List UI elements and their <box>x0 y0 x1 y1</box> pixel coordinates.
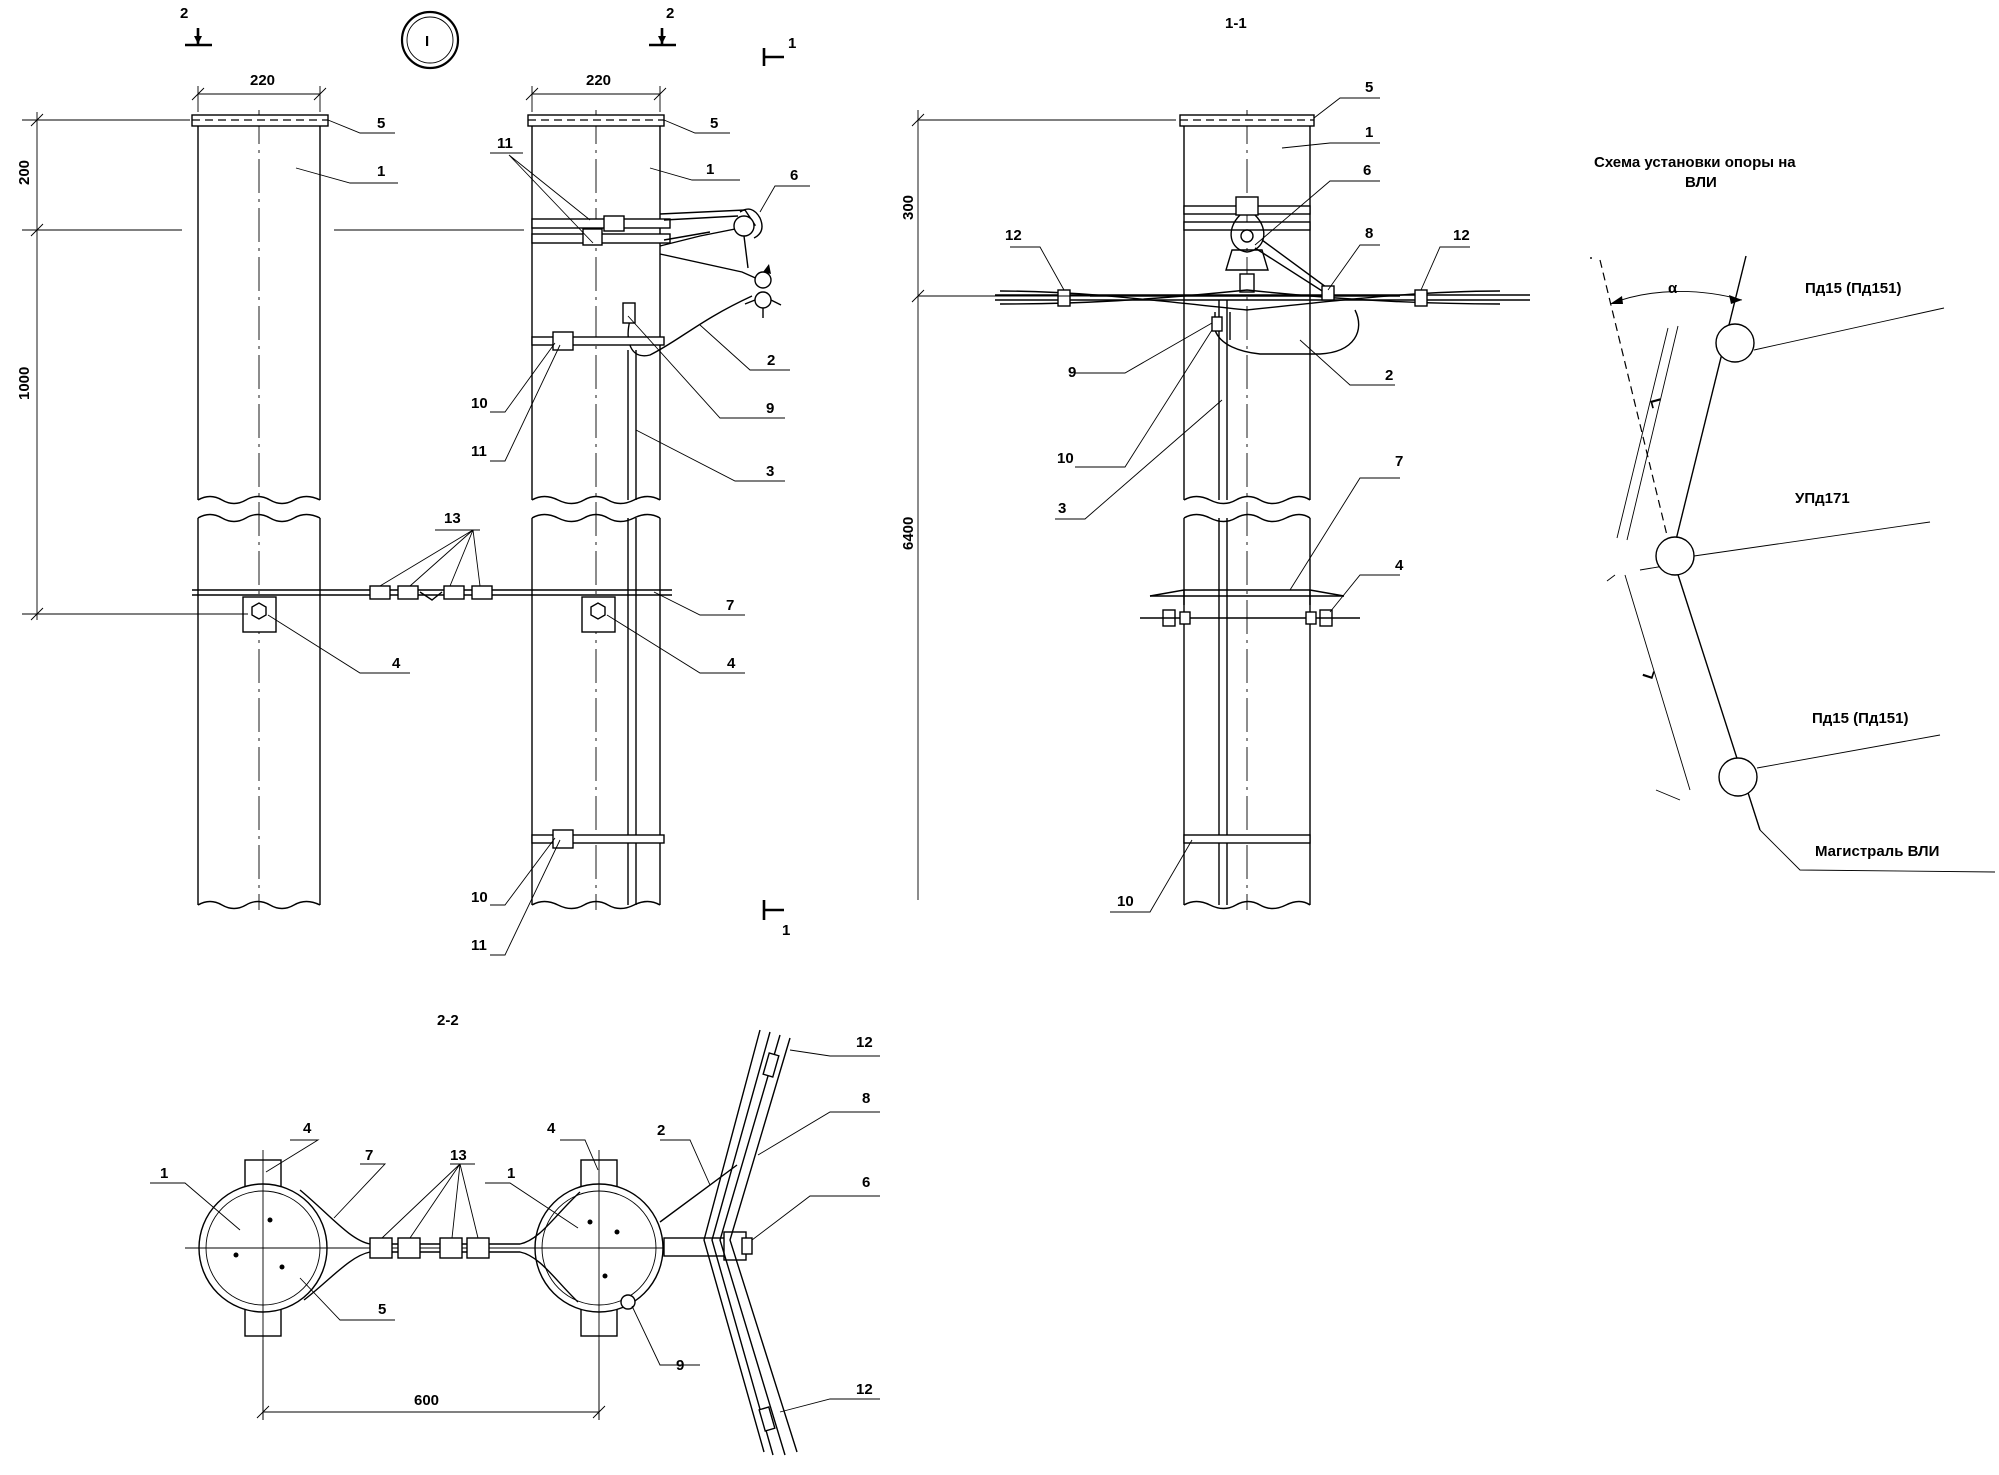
s11-label-4: 4 <box>1395 557 1404 574</box>
s11-label-5: 5 <box>1365 79 1373 96</box>
fv-label-7: 7 <box>726 597 734 614</box>
fv-label-2: 2 <box>767 352 775 369</box>
section-1-1-pole <box>995 110 1530 910</box>
scheme-angle: α <box>1668 280 1678 297</box>
dim-1000: 1000 <box>16 367 33 400</box>
scheme-label-pole-bottom: Пд15 (Пд151) <box>1812 710 1908 727</box>
s22-label-4-right: 4 <box>547 1120 556 1137</box>
scheme-label-mainline: Магистраль ВЛИ <box>1815 843 1939 860</box>
dim-200: 200 <box>16 160 33 185</box>
fv-label-6: 6 <box>790 167 798 184</box>
front-view-leaders <box>267 119 810 956</box>
scheme-pole-bottom <box>1718 757 1758 797</box>
fv-label-11-bottom: 11 <box>471 937 487 954</box>
fv-label-4-left: 4 <box>392 655 401 672</box>
node-marker-label: I <box>425 33 429 50</box>
fv-label-5-right: 5 <box>710 115 718 132</box>
section-1-1-dimensions <box>911 110 1176 900</box>
fv-label-5-left: 5 <box>377 115 385 132</box>
scheme-title-line2: ВЛИ <box>1685 174 1717 191</box>
front-view-left-pole <box>191 110 329 910</box>
s22-label-4-left: 4 <box>303 1120 312 1137</box>
fv-label-10-top: 10 <box>471 395 488 412</box>
section-mark-2-left: 2 <box>180 5 188 22</box>
scheme-layout <box>1590 255 1996 873</box>
section-2-2-title: 2-2 <box>437 1012 459 1029</box>
s22-label-1-right: 1 <box>507 1165 515 1182</box>
s11-label-10-bottom: 10 <box>1117 893 1134 910</box>
section-2-2-leaders <box>150 1049 880 1413</box>
s22-label-2: 2 <box>657 1122 665 1139</box>
dim-220-left: 220 <box>250 72 275 89</box>
scheme-span-bottom: L <box>1640 667 1659 681</box>
s11-label-3: 3 <box>1058 500 1066 517</box>
s22-label-7: 7 <box>365 1147 373 1164</box>
dim-220-right: 220 <box>586 72 611 89</box>
scheme-label-pole-top: Пд15 (Пд151) <box>1805 280 1901 297</box>
front-view-ground-wire <box>192 585 672 601</box>
dim-6400: 6400 <box>900 517 917 550</box>
scheme-span-top: L <box>1646 397 1665 410</box>
s22-label-12-top: 12 <box>856 1034 873 1051</box>
section-marks <box>185 10 784 920</box>
section-mark-1-bottom: 1 <box>782 922 790 939</box>
clamp-4-left <box>242 596 277 633</box>
fv-label-13: 13 <box>444 510 461 527</box>
dim-600: 600 <box>414 1392 439 1409</box>
fv-label-1-left: 1 <box>377 163 385 180</box>
s11-label-7: 7 <box>1395 453 1403 470</box>
fv-label-4-right: 4 <box>727 655 736 672</box>
fv-label-11-mid: 11 <box>471 443 487 460</box>
s11-label-12-right: 12 <box>1453 227 1470 244</box>
clamp-4-right <box>581 596 616 633</box>
s22-label-13: 13 <box>450 1147 467 1164</box>
section-mark-2-right: 2 <box>666 5 674 22</box>
node-marker-circle <box>400 10 460 70</box>
section-1-1-title: 1-1 <box>1225 15 1247 32</box>
s22-label-5: 5 <box>378 1301 386 1318</box>
section-mark-1-top: 1 <box>788 35 796 52</box>
front-view-dimensions <box>22 86 667 621</box>
s22-label-9: 9 <box>676 1357 684 1374</box>
s22-label-6: 6 <box>862 1174 870 1191</box>
front-view-right-pole <box>527 110 782 910</box>
section-1-1-leaders <box>1010 97 1470 913</box>
scheme-pole-mid <box>1655 536 1695 576</box>
scheme-label-pole-mid: УПд171 <box>1795 490 1850 507</box>
s11-label-8: 8 <box>1365 225 1373 242</box>
fv-label-10-bottom: 10 <box>471 889 488 906</box>
s22-label-8: 8 <box>862 1090 870 1107</box>
dim-300: 300 <box>900 195 917 220</box>
s22-label-12-bottom: 12 <box>856 1381 873 1398</box>
scheme-pole-top <box>1715 323 1755 363</box>
fv-label-1-right: 1 <box>706 161 714 178</box>
fv-label-3: 3 <box>766 463 774 480</box>
s22-label-1-left: 1 <box>160 1165 168 1182</box>
section-2-2-view <box>185 1029 798 1456</box>
s11-label-1: 1 <box>1365 124 1373 141</box>
fv-label-9: 9 <box>766 400 774 417</box>
s11-label-2: 2 <box>1385 367 1393 384</box>
s11-label-6: 6 <box>1363 162 1371 179</box>
s11-label-10-top: 10 <box>1057 450 1074 467</box>
scheme-title-line1: Схема установки опоры на <box>1594 154 1796 171</box>
fv-label-11-top: 11 <box>497 135 513 152</box>
s11-label-9: 9 <box>1068 364 1076 381</box>
s11-label-12-left: 12 <box>1005 227 1022 244</box>
